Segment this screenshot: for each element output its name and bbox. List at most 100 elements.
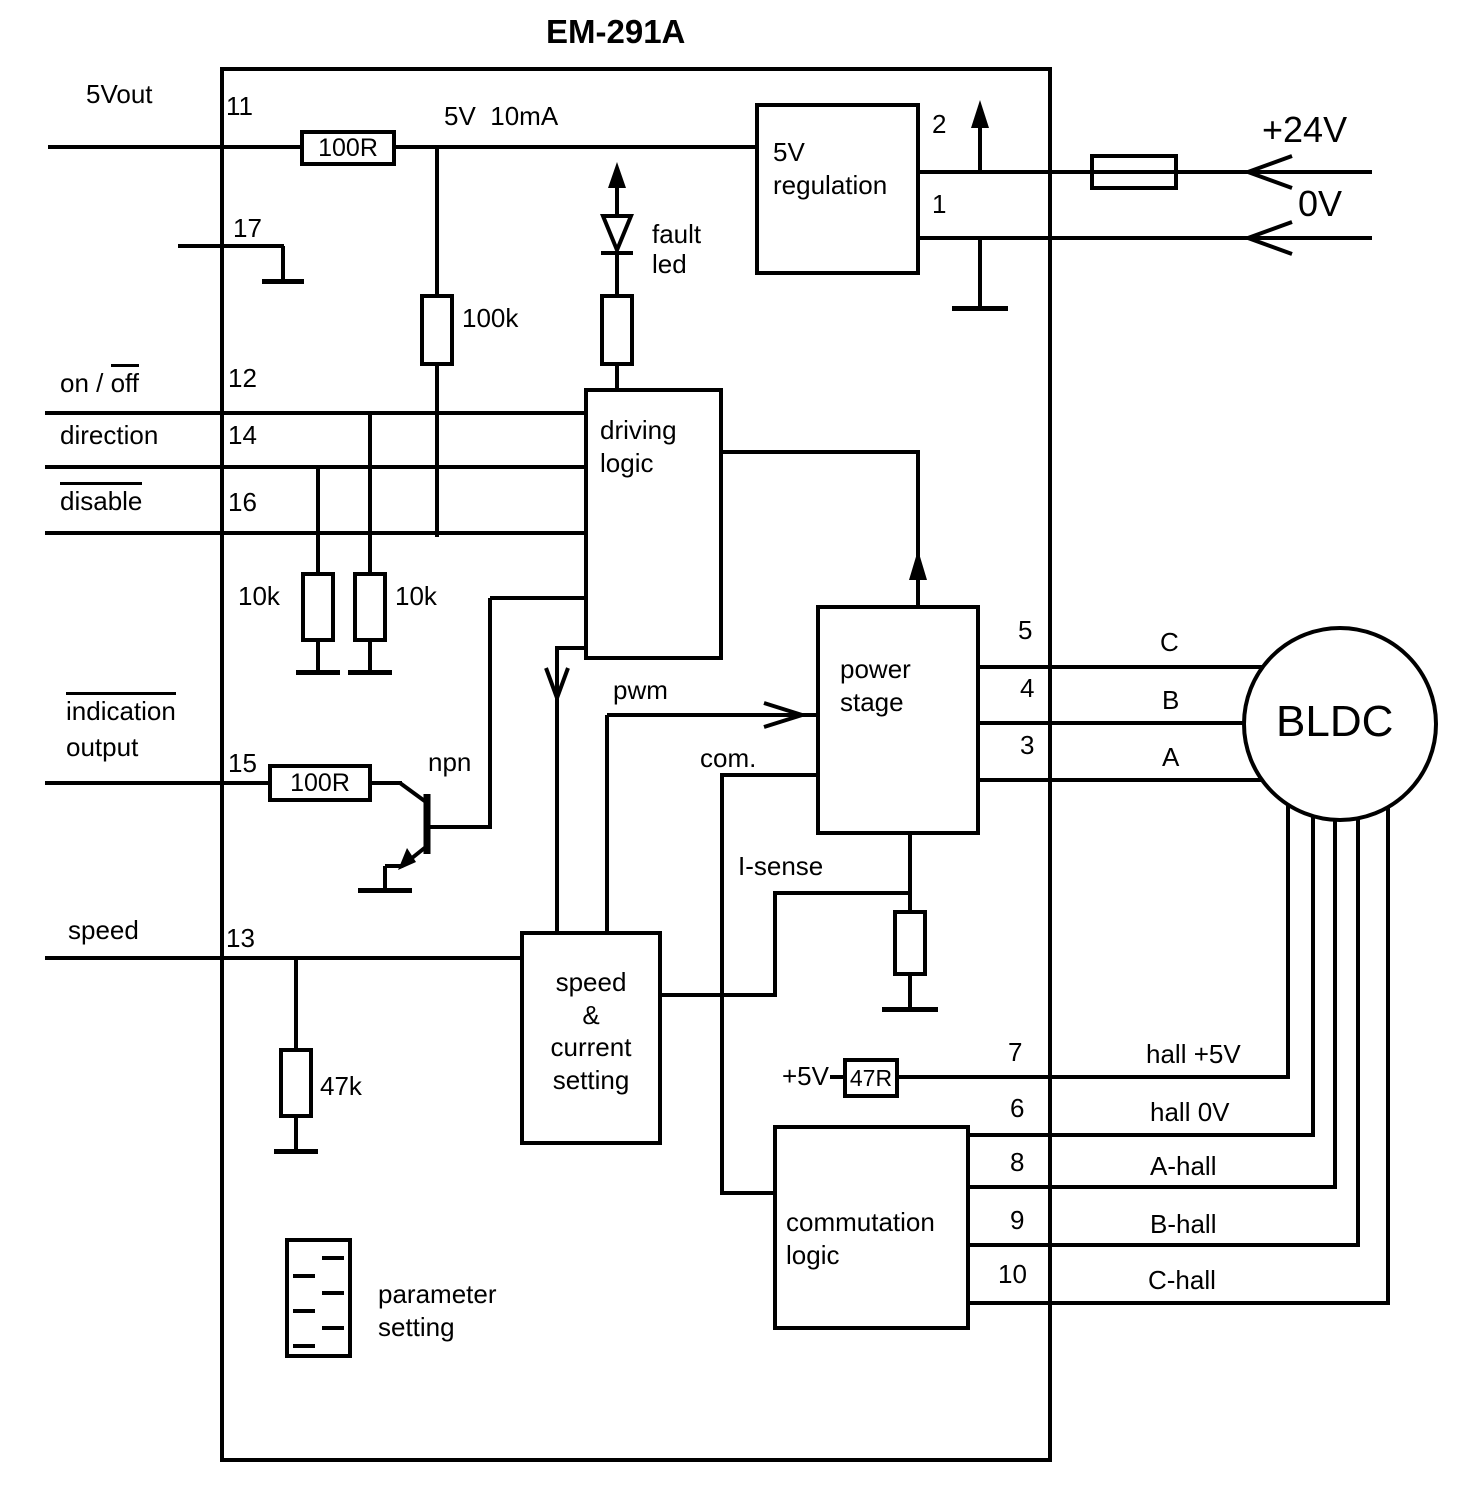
port-indication-label-line1: indication bbox=[66, 692, 176, 726]
ground-npn bbox=[358, 888, 412, 893]
resistor-100r-pin15: 100R bbox=[268, 764, 372, 802]
c-hall-label: C-hall bbox=[1148, 1265, 1216, 1295]
onoff-overlined: off bbox=[110, 364, 140, 397]
pin-6: 6 bbox=[1010, 1093, 1025, 1123]
block-power-text: power stage bbox=[840, 653, 911, 718]
port-speed-label: speed bbox=[68, 915, 139, 945]
dip-dash-3 bbox=[322, 1291, 344, 1295]
phase-a-label: A bbox=[1162, 742, 1180, 772]
dip-dash-5 bbox=[322, 1326, 344, 1330]
speed-line2: & bbox=[582, 999, 600, 1030]
phase-b-label: B bbox=[1162, 685, 1180, 715]
pin-2: 2 bbox=[932, 109, 947, 139]
rail-5v-10ma-label: 5V 10mA bbox=[444, 101, 559, 131]
regulation-line2: regulation bbox=[773, 169, 888, 200]
pin-16: 16 bbox=[228, 487, 257, 517]
wire-collector-h bbox=[427, 825, 492, 829]
wire-hall-5v bbox=[898, 1075, 1290, 1079]
block-commutation-text: commutation logic bbox=[786, 1206, 935, 1271]
block-5v-regulation bbox=[755, 103, 920, 275]
pin-8: 8 bbox=[1010, 1147, 1025, 1177]
parameter-setting-label: parameter setting bbox=[378, 1278, 497, 1343]
resistor-100r-pin11-label: 100R bbox=[318, 133, 378, 162]
ground-isense bbox=[882, 1007, 938, 1012]
wire-isense-tap bbox=[775, 891, 912, 895]
parameter-line2: setting bbox=[378, 1311, 455, 1342]
wire-drivinglogic-stub bbox=[555, 646, 588, 650]
wire-5vout bbox=[48, 145, 757, 149]
wire-pin17-gnd bbox=[281, 246, 285, 281]
resistor-fault-led bbox=[600, 294, 634, 366]
wire-47k-drop bbox=[294, 958, 298, 1052]
wire-onoff bbox=[45, 411, 588, 415]
wire-10k-right-gnd bbox=[368, 641, 372, 672]
wire-pwm-v bbox=[605, 715, 609, 935]
resistor-100r-pin11: 100R bbox=[300, 130, 396, 166]
power-line2: stage bbox=[840, 686, 904, 717]
isense-label: I-sense bbox=[738, 851, 824, 881]
controller-outline-box bbox=[220, 67, 1052, 1462]
wire-a-hall bbox=[968, 1185, 1337, 1189]
pin-17: 17 bbox=[233, 213, 262, 243]
resistor-10k-right bbox=[353, 572, 387, 642]
plus5v-label: +5V bbox=[782, 1061, 829, 1091]
rail-24v-label: +24V bbox=[1262, 109, 1348, 150]
resistor-47k bbox=[279, 1048, 313, 1118]
pin-1: 1 bbox=[932, 189, 947, 219]
ground-10k-right bbox=[348, 670, 392, 675]
wire-isense-v1 bbox=[908, 833, 912, 916]
wire-com-v bbox=[720, 775, 724, 1195]
wire-plus5v-stub bbox=[830, 1075, 843, 1079]
wire-led-mid bbox=[615, 252, 619, 298]
wire-indication bbox=[45, 781, 402, 785]
npn-label: npn bbox=[428, 747, 472, 777]
hall-0v-label: hall 0V bbox=[1150, 1097, 1230, 1127]
ground-pin17 bbox=[262, 279, 304, 284]
block-driving-logic bbox=[584, 388, 723, 660]
driving-line1: driving bbox=[600, 415, 677, 445]
wire-c-hall bbox=[968, 1301, 1390, 1305]
pin-7: 7 bbox=[1008, 1037, 1023, 1067]
resistor-isense bbox=[893, 910, 927, 976]
com-label: com. bbox=[700, 743, 757, 773]
block-driving-text: driving logic bbox=[600, 414, 677, 479]
wire-pin17-stub bbox=[178, 244, 284, 248]
wire-pwm bbox=[607, 713, 816, 717]
speed-line3: current bbox=[550, 1032, 632, 1062]
wire-bldc-bhall bbox=[1356, 745, 1360, 1247]
indication-overlined: indication bbox=[66, 692, 176, 725]
wire-bldc-hall0v bbox=[1311, 745, 1315, 1137]
speed-line4: setting bbox=[552, 1064, 630, 1095]
block-power-stage bbox=[816, 605, 980, 835]
resistor-47k-label: 47k bbox=[320, 1071, 362, 1101]
resistor-47r-label: 47R bbox=[849, 1064, 893, 1091]
wire-phase-c bbox=[978, 665, 1300, 669]
resistor-10k-left-label: 10k bbox=[238, 581, 280, 611]
speed-line1: speed bbox=[555, 967, 627, 997]
pin-10: 10 bbox=[998, 1259, 1027, 1289]
port-5vout-label: 5Vout bbox=[86, 79, 153, 109]
wire-speed-out bbox=[660, 993, 777, 997]
wire-10k-left-gnd bbox=[316, 641, 320, 672]
dip-dash-6 bbox=[293, 1344, 315, 1348]
pin-12: 12 bbox=[228, 363, 257, 393]
ground-47k bbox=[274, 1149, 318, 1154]
block-speed-text: speed & current setting bbox=[520, 966, 662, 1096]
a-hall-label: A-hall bbox=[1150, 1151, 1217, 1181]
wire-collector-top bbox=[490, 596, 588, 600]
wire-drivinglogic-speed bbox=[555, 648, 559, 935]
port-indication-label-line2: output bbox=[66, 732, 139, 762]
power-line1: power bbox=[840, 654, 911, 684]
regulation-line1: 5V bbox=[773, 137, 805, 167]
wire-powerstage-supply bbox=[916, 452, 920, 609]
pin-13: 13 bbox=[226, 923, 255, 953]
b-hall-label: B-hall bbox=[1150, 1209, 1217, 1239]
wire-hall-0v bbox=[968, 1133, 1315, 1137]
commutation-line1: commutation bbox=[786, 1207, 935, 1237]
wire-led-upper bbox=[615, 186, 619, 218]
wire-speedout-v bbox=[773, 891, 777, 995]
fault-led-label-line2: led bbox=[652, 249, 687, 279]
hall-5v-label: hall +5V bbox=[1146, 1039, 1241, 1069]
wire-emitter-gnd bbox=[383, 866, 387, 889]
